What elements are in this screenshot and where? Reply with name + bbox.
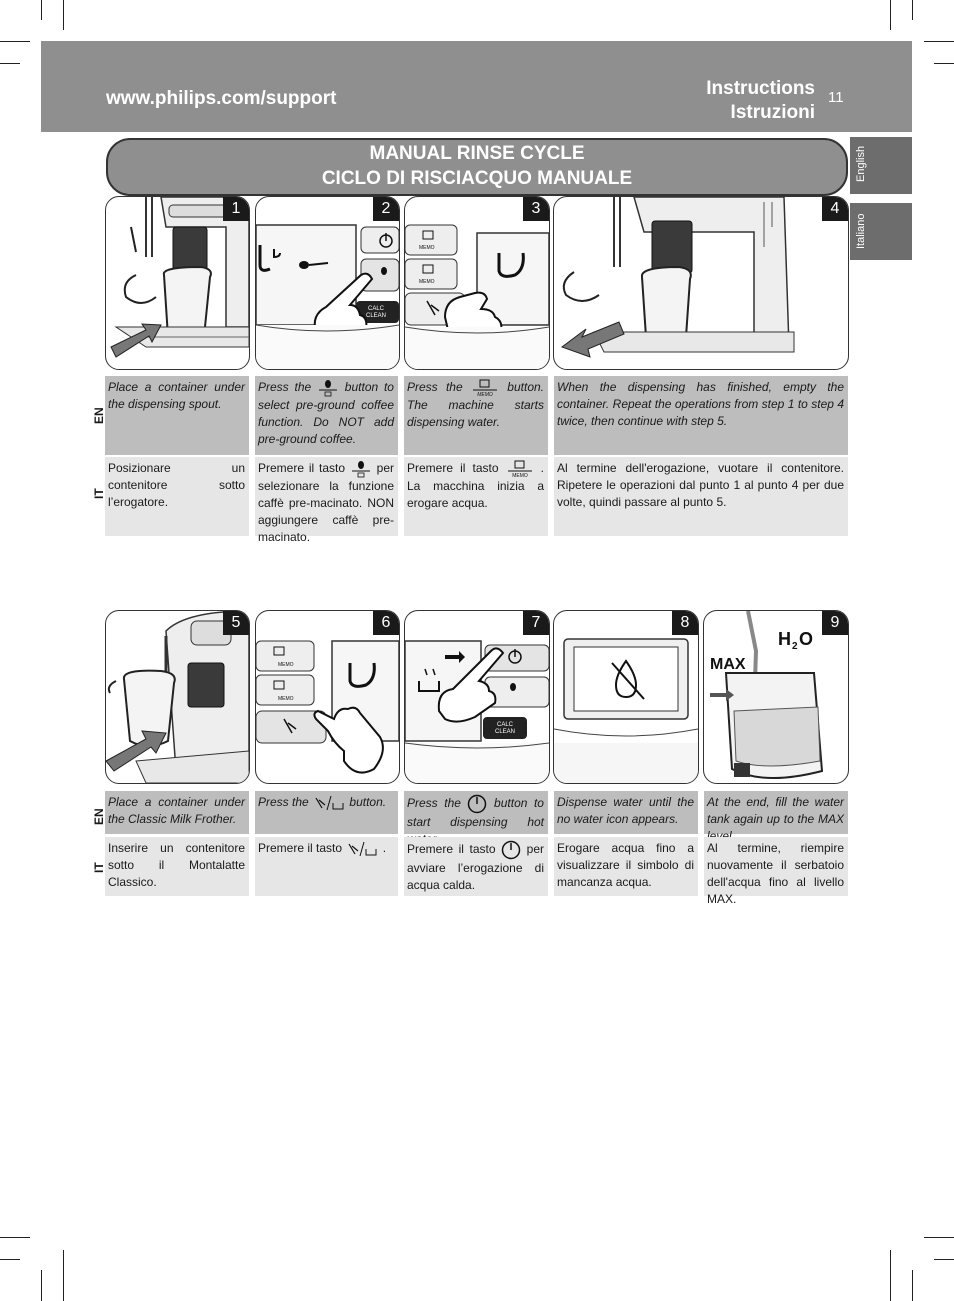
- memo-coffee-icon: MEMO: [507, 460, 532, 478]
- memo-label: MEMO: [278, 696, 294, 702]
- step-8-illustration: 8: [553, 610, 699, 784]
- step-number-badge: 9: [822, 611, 848, 635]
- step-7-text-it: Premere il tasto per avviare l’erogazion…: [404, 837, 548, 896]
- step-2-text-en: Press the button to select pre-ground co…: [255, 376, 398, 455]
- step-5-text-it: Inserire un contenitore sotto il Montala…: [105, 837, 249, 896]
- website-link[interactable]: www.philips.com/support: [106, 88, 337, 109]
- crop-mark: [924, 1237, 954, 1238]
- side-tab-english[interactable]: English: [850, 137, 912, 194]
- step-7-text-en: Press the button to start dispensing hot…: [404, 791, 548, 846]
- crop-mark: [63, 0, 64, 30]
- crop-mark: [63, 1250, 64, 1301]
- title-italian: Istruzioni: [730, 102, 815, 123]
- title-english: Instructions: [706, 78, 815, 99]
- step-number-badge: 6: [373, 611, 399, 635]
- step-number-badge: 8: [672, 611, 698, 635]
- section-title-en: MANUAL RINSE CYCLE: [369, 143, 585, 164]
- crop-mark: [934, 63, 954, 64]
- step-4-text-it: Al termine dell'erogazione, vuotare il c…: [554, 457, 848, 536]
- power-icon: [501, 840, 521, 860]
- h2o-h: H: [778, 629, 791, 649]
- clean-label: CLEAN: [366, 313, 386, 319]
- crop-mark: [0, 63, 20, 64]
- step-number-badge: 1: [223, 197, 249, 221]
- step-2-text-it: Premere il tasto per selezionare la funz…: [255, 457, 398, 544]
- memo-label: MEMO: [278, 662, 294, 668]
- step-1-illustration: 1: [105, 196, 250, 370]
- step-9-illustration: MAX H 2 O 9: [703, 610, 849, 784]
- step-7-illustration: CALC CLEAN 7: [404, 610, 550, 784]
- hot-water-button-icon: [348, 841, 377, 857]
- section-title-it: CICLO DI RISCIACQUO MANUALE: [321, 168, 633, 189]
- crop-mark: [0, 41, 30, 42]
- preground-coffee-icon: [318, 380, 337, 397]
- crop-mark: [934, 1259, 954, 1260]
- crop-mark: [890, 1250, 891, 1301]
- preground-coffee-icon: [351, 461, 370, 478]
- header-title: Instructions Istruzioni: [706, 77, 815, 125]
- step-6-illustration: MEMO MEMO 6: [255, 610, 400, 784]
- max-label: MAX: [710, 656, 746, 673]
- step-3-text-en: Press the MEMO button. The machine start…: [404, 376, 548, 455]
- step-4-text-en: When the dispensing has finished, empty …: [554, 376, 848, 455]
- section-title: MANUAL RINSE CYCLE CICLO DI RISCIACQUO M…: [106, 138, 848, 196]
- svg-text:MEMO: MEMO: [512, 473, 528, 478]
- calc-label: CALC: [497, 722, 514, 728]
- step-8-text-it: Erogare acqua fino a visualizzare il sim…: [554, 837, 698, 896]
- h2o-2: 2: [792, 641, 798, 652]
- step-number-badge: 5: [223, 611, 249, 635]
- step-3-illustration: MEMO MEMO 3: [404, 196, 550, 370]
- crop-mark: [912, 0, 913, 20]
- power-icon: [468, 794, 487, 814]
- step-5-illustration: 5: [105, 610, 250, 784]
- hot-water-button-icon: [315, 795, 344, 811]
- step-number-badge: 4: [822, 197, 848, 221]
- step-9-text-it: Al termine, riempire nuovamente il serba…: [704, 837, 848, 906]
- crop-mark: [0, 1237, 30, 1238]
- step-2-illustration: CALC CLEAN 2: [255, 196, 400, 370]
- clean-label: CLEAN: [495, 729, 515, 735]
- memo-label: MEMO: [419, 245, 435, 251]
- calc-label: CALC: [368, 306, 385, 312]
- crop-mark: [924, 41, 954, 42]
- step-number-badge: 3: [523, 197, 549, 221]
- page-number: 11: [828, 89, 844, 106]
- step-number-badge: 7: [523, 611, 549, 635]
- memo-coffee-icon: MEMO: [472, 379, 497, 397]
- memo-label: MEMO: [419, 279, 435, 285]
- step-1-text-en: Place a container under the dispensing s…: [105, 376, 249, 455]
- side-tab-italian[interactable]: Italiano: [850, 203, 912, 260]
- step-9-text-en: At the end, fill the water tank again up…: [704, 791, 848, 843]
- step-5-text-en: Place a container under the Classic Milk…: [105, 791, 249, 834]
- crop-mark: [41, 0, 42, 20]
- step-1-text-it: Posizionare un contenitore sotto l’eroga…: [105, 457, 249, 536]
- step-3-text-it: Premere il tasto MEMO . La macchina iniz…: [404, 457, 548, 536]
- crop-mark: [890, 0, 891, 30]
- step-6-text-it: Premere il tasto .: [255, 837, 398, 896]
- step-4-illustration: 4: [553, 196, 849, 370]
- step-8-text-en: Dispense water until the no water icon a…: [554, 791, 698, 834]
- crop-mark: [912, 1270, 913, 1301]
- h2o-o: O: [799, 629, 813, 649]
- step-number-badge: 2: [373, 197, 399, 221]
- svg-text:MEMO: MEMO: [477, 392, 493, 397]
- crop-mark: [41, 1270, 42, 1301]
- crop-mark: [0, 1259, 20, 1260]
- page-header: [41, 41, 912, 132]
- step-6-text-en: Press the button.: [255, 791, 398, 834]
